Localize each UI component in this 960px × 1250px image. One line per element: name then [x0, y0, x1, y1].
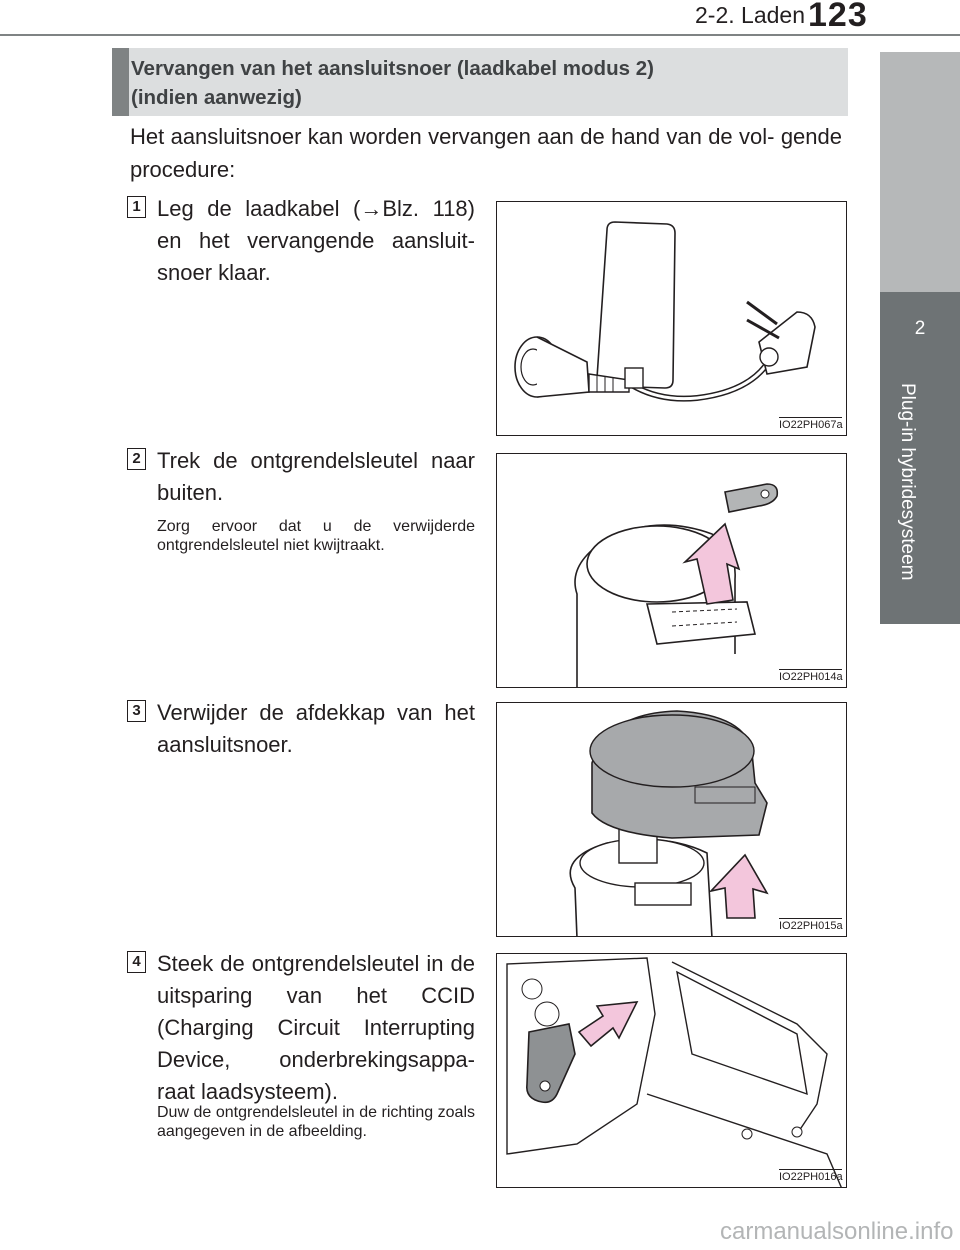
step-number-3: 3 [127, 700, 146, 722]
step-text-4: Steek de ontgrendelsleutel in de uitspar… [157, 951, 475, 1104]
step-number-1: 1 [127, 196, 146, 218]
step-text-1: Leg de laadkabel (→Blz. 118) en het verv… [157, 196, 475, 285]
step-figure-4: IO22PH016a [496, 953, 847, 1188]
step-note-4: Duw de ontgrendelsleutel in de richting … [157, 1104, 475, 1140]
chapter-title: Plug-in hybridesysteem [897, 383, 918, 581]
step-figure-3: IO22PH015a [496, 702, 847, 937]
figure-code-4: IO22PH016a [779, 1169, 843, 1183]
step-figure-2: IO22PH014a [496, 453, 847, 688]
running-header-section: 2-2. Laden [695, 2, 805, 28]
charging-cable-illustration [514, 221, 816, 402]
step-number-4: 4 [127, 951, 146, 973]
figure-code-2: IO22PH014a [779, 669, 843, 683]
section-heading: Vervangen van het aansluitsnoer (laadkab… [112, 48, 848, 116]
figure-code-3: IO22PH015a [779, 918, 843, 932]
direction-arrow [577, 1001, 639, 1048]
step-text-3: Verwijder de afdekkap van het aansluitsn… [157, 700, 475, 757]
header-rule [0, 34, 960, 36]
release-key-removal-illustration [574, 483, 779, 687]
watermark: carmanualsonline.info [720, 1218, 954, 1245]
figure-code-1: IO22PH067a [779, 417, 843, 431]
cover-removal-illustration [569, 710, 769, 936]
step-note-2: Zorg ervoor dat u de verwijderde ontgren… [157, 518, 475, 554]
step-number-2: 2 [127, 448, 146, 470]
key-insertion-illustration [506, 957, 842, 1187]
step-text-2: Trek de ontgrendelsleutel naar buiten. [157, 448, 475, 505]
chapter-number: 2 [914, 318, 926, 339]
section-heading-line-2: (indien aanwezig) [131, 86, 302, 109]
side-chapter-tab [880, 292, 960, 624]
direction-arrow [682, 522, 741, 605]
direction-arrow [708, 853, 769, 919]
intro-paragraph: Het aansluitsnoer kan worden vervangen a… [130, 124, 842, 182]
page-number: 123 [808, 0, 868, 34]
step-figure-1: IO22PH067a [496, 201, 847, 436]
section-heading-line-1: Vervangen van het aansluitsnoer (laadkab… [131, 57, 654, 80]
side-tab-upper-block [880, 52, 960, 292]
